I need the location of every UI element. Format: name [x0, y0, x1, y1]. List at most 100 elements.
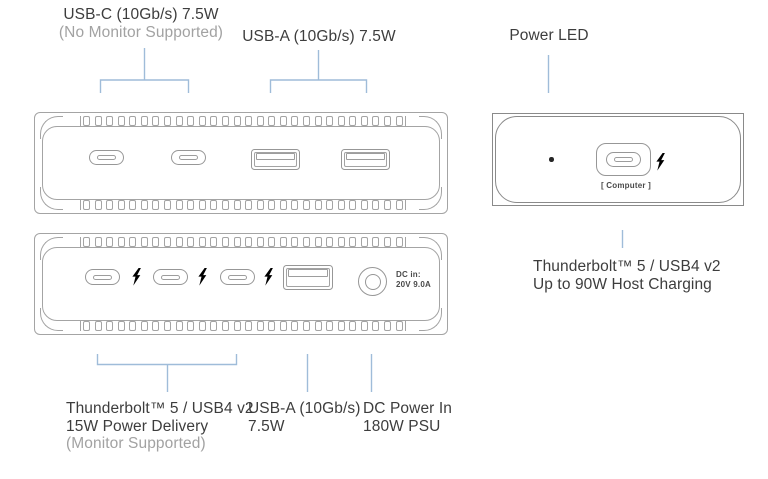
vent-slot [152, 321, 160, 331]
vent-slot [94, 116, 102, 126]
vent-row-bottom [80, 321, 406, 331]
vent-slot [164, 200, 172, 210]
vent-slot [268, 116, 276, 126]
label-dc-power: DC Power In 180W PSU [363, 400, 452, 435]
vent-slot [233, 116, 241, 126]
vent-slot [175, 237, 183, 247]
vent-slot [360, 321, 368, 331]
thunderbolt-port [85, 269, 120, 285]
vent-slot [256, 116, 264, 126]
usb-c-tongue [179, 155, 198, 160]
vent-slot [129, 116, 137, 126]
vent-slot [210, 200, 218, 210]
vent-slot [349, 321, 357, 331]
host-port-bezel [596, 143, 651, 176]
usb-a-port [341, 149, 390, 170]
vent-slot [395, 237, 403, 247]
vent-slot [395, 116, 403, 126]
thunderbolt-port [153, 269, 188, 285]
vent-slot [83, 237, 90, 247]
vent-slot [326, 200, 334, 210]
vent-slot [129, 321, 137, 331]
vent-slot [187, 237, 195, 247]
vent-slot [164, 237, 172, 247]
vent-slot [326, 321, 334, 331]
vent-slot [129, 237, 137, 247]
vent-slot [106, 200, 114, 210]
label-tb-line3: (Monitor Supported) [66, 435, 206, 452]
usb-a-slot [256, 153, 295, 160]
vent-slot [337, 237, 345, 247]
label-dc-line2: 180W PSU [363, 417, 441, 435]
vent-slot [372, 116, 380, 126]
vent-row-top [80, 116, 406, 126]
vent-row-top [80, 237, 406, 247]
vent-slot [314, 200, 322, 210]
thunderbolt-icon [264, 268, 273, 286]
vent-slot [106, 116, 114, 126]
usb-c-tongue [97, 155, 116, 160]
vent-slot [175, 321, 183, 331]
vent-slot [360, 237, 368, 247]
vent-slot [372, 237, 380, 247]
usb-a-inner [344, 152, 387, 167]
vent-slot [360, 116, 368, 126]
vent-slot [198, 116, 206, 126]
vent-slot [279, 200, 287, 210]
label-usba-bottom-line2: 7.5W [248, 417, 285, 435]
vent-slot [384, 200, 392, 210]
usb-a-port [251, 149, 300, 170]
label-host-line2: Up to 90W Host Charging [533, 275, 712, 293]
thunderbolt-icon [132, 268, 141, 286]
vent-slot [384, 116, 392, 126]
usb-c-tongue [614, 157, 633, 162]
vent-slot [384, 321, 392, 331]
usb-c-port [89, 150, 124, 165]
label-usbc-rear-line2: (No Monitor Supported) [58, 23, 224, 41]
label-power-led: Power LED [509, 27, 589, 44]
vent-slot [349, 237, 357, 247]
usb-c-tongue [161, 274, 180, 280]
vent-slot [152, 116, 160, 126]
vent-slot [268, 200, 276, 210]
label-tb-downstream: Thunderbolt™ 5 / USB4 v2 15W Power Deliv… [66, 400, 254, 453]
power-led-dot [549, 157, 554, 162]
vent-slot [372, 321, 380, 331]
dc-power-jack [358, 267, 387, 296]
usb-c-port [171, 150, 206, 165]
vent-slot [129, 200, 137, 210]
vent-slot [256, 237, 264, 247]
vent-slot [337, 321, 345, 331]
usb-c-tongue [228, 274, 247, 280]
vent-slot [94, 237, 102, 247]
vent-slot [94, 321, 102, 331]
computer-marking: [ Computer ] [601, 181, 651, 190]
vent-slot [233, 321, 241, 331]
vent-slot [117, 200, 125, 210]
vent-slot [279, 116, 287, 126]
callout-usba-rear [269, 50, 368, 93]
vent-slot [210, 116, 218, 126]
vent-slot [233, 200, 241, 210]
vent-slot [326, 237, 334, 247]
label-host-line1: Thunderbolt™ 5 / USB4 v2 [533, 258, 721, 275]
vent-slot [221, 237, 229, 247]
dc-jack-pin [364, 273, 381, 290]
vent-slot [117, 237, 125, 247]
vent-slot [245, 237, 253, 247]
vent-slot [395, 321, 403, 331]
dc-in-marking: DC in: 20V 9.0A [396, 270, 431, 289]
vent-slot [302, 116, 310, 126]
vent-slot [314, 237, 322, 247]
vent-slot [372, 200, 380, 210]
vent-slot [83, 116, 90, 126]
vent-slot [256, 200, 264, 210]
usb-a-slot [346, 153, 385, 160]
vent-slot [164, 321, 172, 331]
vent-slot [140, 321, 148, 331]
thunderbolt-icon [656, 153, 665, 171]
vent-slot [245, 321, 253, 331]
usb-c-tongue [93, 274, 112, 280]
